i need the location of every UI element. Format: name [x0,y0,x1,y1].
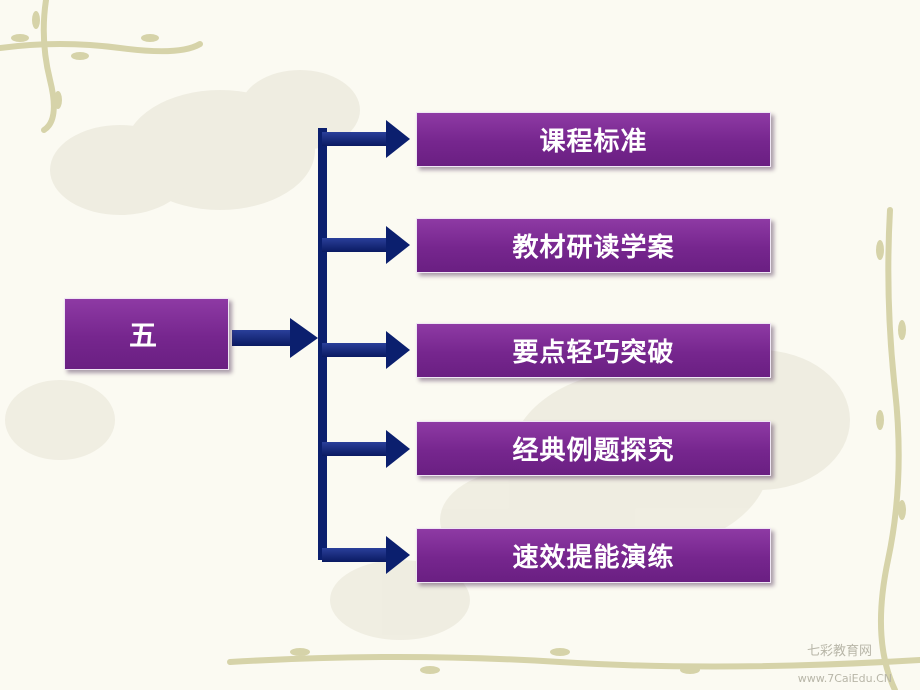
branch-arrow-5 [322,536,410,574]
root-arrow [232,318,318,358]
branch-arrow-3 [322,331,410,369]
branch-arrow-1 [322,120,410,158]
node-key-points[interactable]: 要点轻巧突破 [416,323,771,378]
node-classic-examples[interactable]: 经典例题探究 [416,421,771,476]
node-course-standard[interactable]: 课程标准 [416,112,771,167]
branch-arrow-4 [322,430,410,468]
node-label: 速效提能演练 [512,543,675,573]
node-label: 要点轻巧突破 [512,338,675,368]
watermark-url: www.7CaiEdu.CN [797,672,892,685]
node-practice[interactable]: 速效提能演练 [416,528,771,583]
node-label: 教材研读学案 [512,233,675,263]
watermark-brand: 七彩教育网 [806,644,872,659]
node-label: 经典例题探究 [512,436,675,466]
node-textbook-study[interactable]: 教材研读学案 [416,218,771,273]
node-label: 课程标准 [539,127,648,157]
root-node[interactable]: 五 [64,298,229,370]
branch-arrow-2 [322,226,410,264]
root-node-label: 五 [129,319,159,352]
